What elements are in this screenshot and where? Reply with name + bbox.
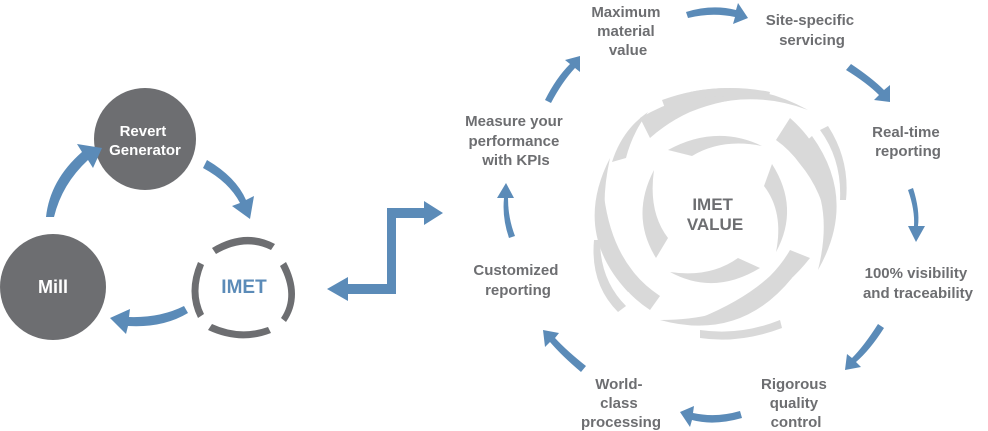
revert-generator-node bbox=[94, 88, 196, 190]
curved-arrow-icon bbox=[543, 330, 586, 372]
imet-node-label: IMET bbox=[221, 277, 267, 298]
imet-value-label: IMET VALUE bbox=[687, 195, 743, 234]
curved-arrow-icon bbox=[545, 56, 580, 103]
curved-arrow-icon bbox=[497, 183, 515, 238]
curved-arrow-icon bbox=[46, 144, 102, 217]
double-arrow-icon bbox=[327, 201, 443, 301]
curved-arrow-icon bbox=[203, 160, 254, 219]
curved-arrow-icon bbox=[680, 406, 742, 427]
mill-label: Mill bbox=[38, 277, 68, 297]
left-cycle: Revert Generator Mill IMET bbox=[0, 88, 443, 340]
curved-arrow-icon bbox=[908, 188, 925, 242]
step-processing: World- class processing bbox=[581, 376, 661, 431]
revert-generator-label: Revert Generator bbox=[109, 123, 181, 159]
step-site-specific: Site-specific servicing bbox=[766, 12, 859, 49]
step-real-time: Real-time reporting bbox=[872, 124, 944, 160]
cycle-arrows bbox=[497, 3, 925, 427]
step-max-material: Maximum material value bbox=[591, 4, 664, 59]
imet-ring-icon bbox=[191, 236, 295, 339]
step-kpis: Measure your performance with KPIs bbox=[465, 113, 567, 169]
curved-arrow-icon bbox=[846, 64, 890, 102]
step-customized: Customized reporting bbox=[473, 262, 562, 299]
swirl-icon bbox=[593, 88, 847, 340]
curved-arrow-icon bbox=[845, 324, 884, 370]
curved-arrow-icon bbox=[110, 306, 188, 334]
mill-node bbox=[0, 234, 106, 340]
step-visibility: 100% visibility and traceability bbox=[863, 265, 974, 302]
step-quality: Rigorous quality control bbox=[761, 376, 831, 431]
curved-arrow-icon bbox=[686, 3, 748, 24]
